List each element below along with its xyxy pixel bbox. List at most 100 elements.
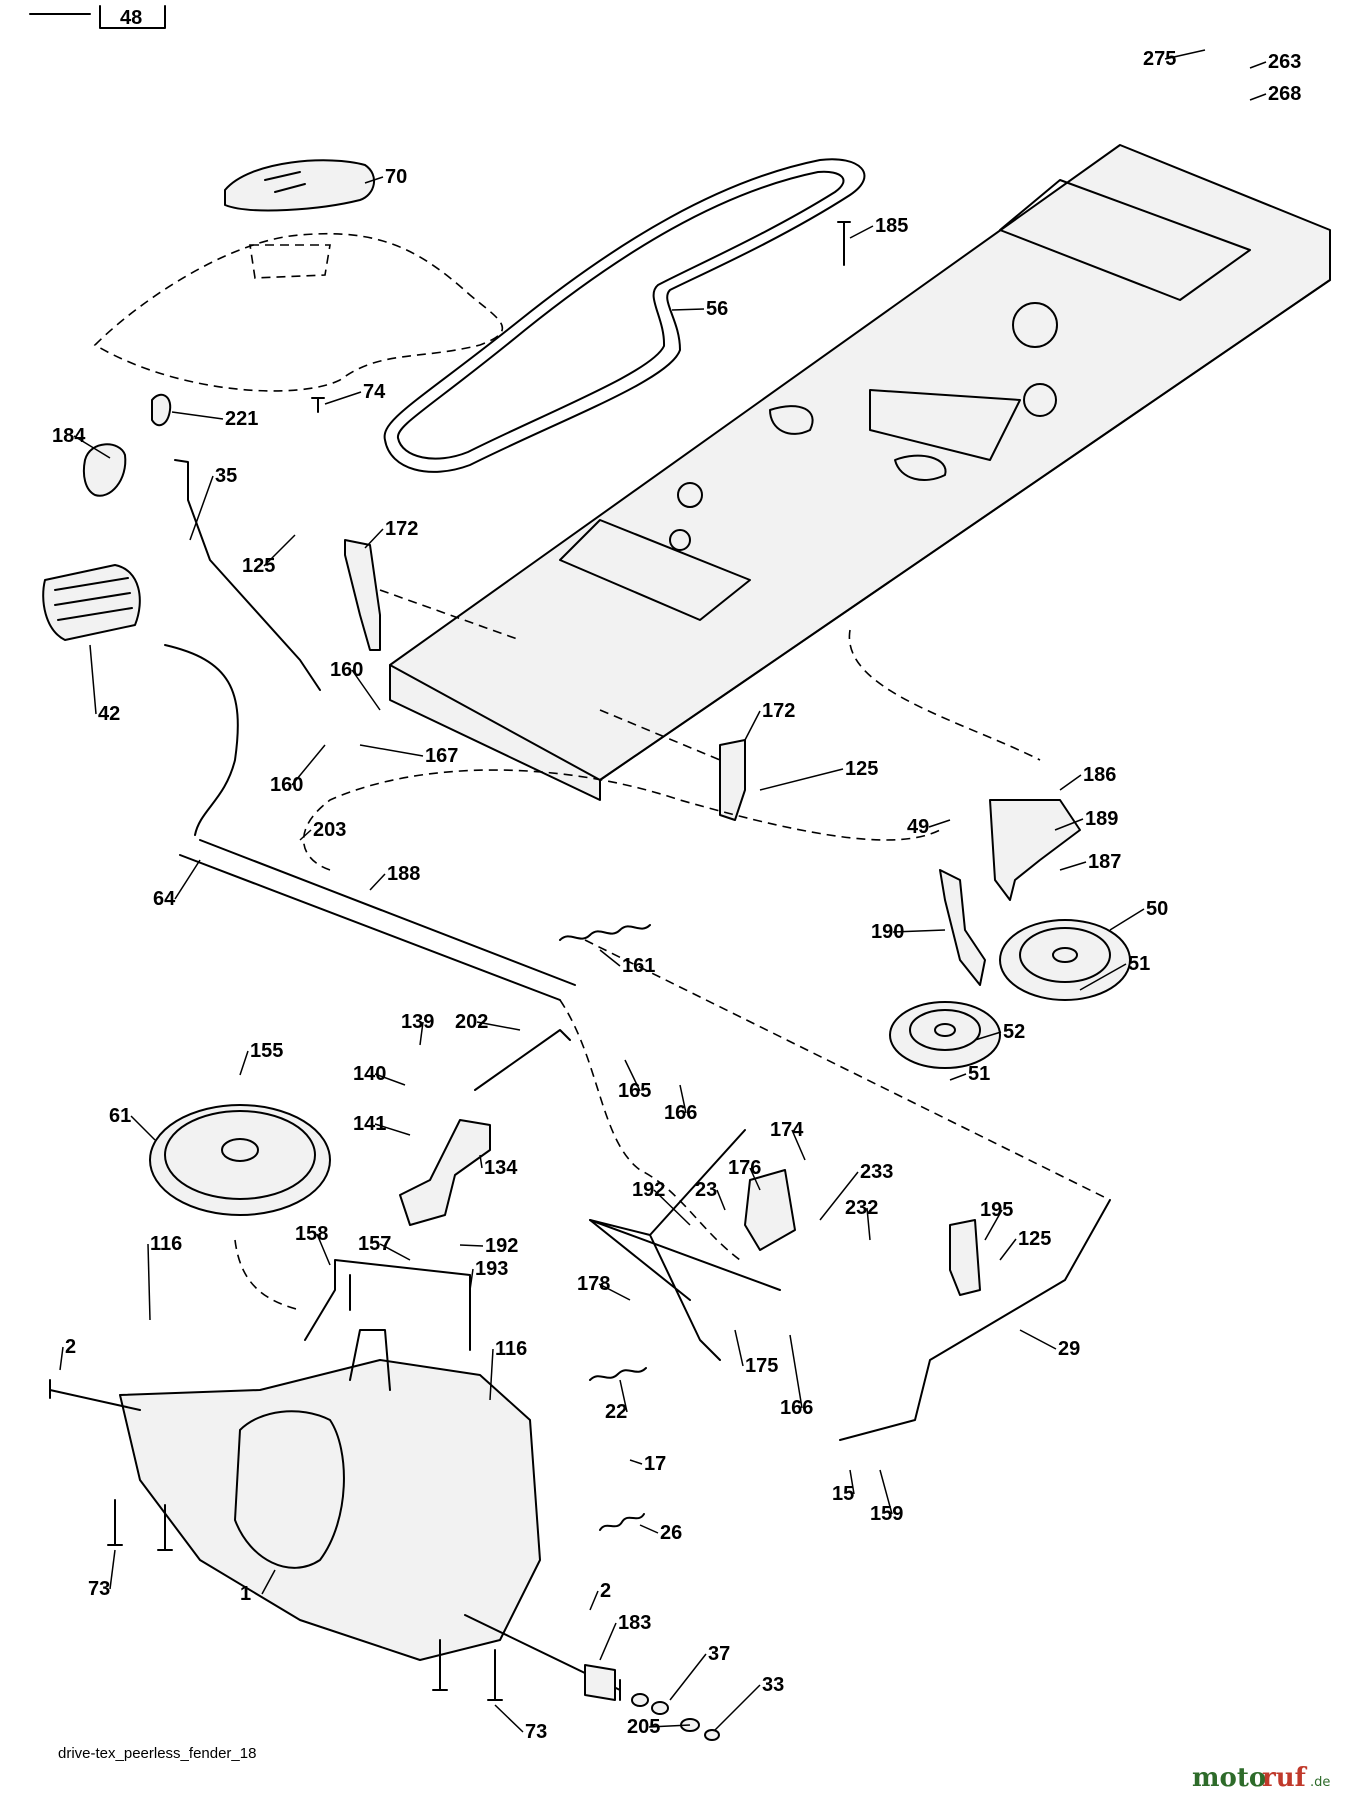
- callout-c232: 232: [845, 1197, 878, 1241]
- leader-line: [789, 1334, 803, 1409]
- bolt-74: [311, 397, 325, 413]
- leader-line: [619, 1379, 628, 1413]
- spring-26: [599, 1513, 645, 1531]
- transmission-pulley-61: [149, 1104, 331, 1216]
- callout-c268: 268: [1249, 83, 1301, 105]
- leader-line: [974, 1031, 1002, 1041]
- part-number-label: 189: [1085, 808, 1118, 830]
- bolt-73-d: [487, 1649, 503, 1701]
- callout-c275: 275: [1143, 48, 1206, 70]
- drive-belt: [383, 158, 866, 473]
- leader-line: [459, 1244, 484, 1247]
- part-number-label: 221: [225, 408, 258, 430]
- leader-line: [1079, 963, 1127, 991]
- tractor-frame: [389, 144, 1331, 801]
- part-number-label: 166: [780, 1397, 813, 1419]
- callout-c52: 52: [974, 1021, 1025, 1043]
- leader-line: [639, 1524, 659, 1534]
- leader-line: [476, 1021, 521, 1031]
- callout-c165: 165: [618, 1059, 651, 1102]
- part-number-label: 125: [845, 758, 878, 780]
- leader-line: [744, 710, 761, 741]
- washer-37-a: [631, 1693, 649, 1707]
- callout-c263: 263: [1249, 51, 1301, 73]
- callout-c42: 42: [89, 644, 120, 725]
- part-number-label: 125: [1018, 1228, 1051, 1250]
- leader-line: [1249, 93, 1267, 101]
- callout-c187: 187: [1059, 851, 1121, 873]
- leader-line: [819, 1171, 859, 1221]
- leader-line: [599, 949, 621, 967]
- callout-c1: 1: [240, 1569, 276, 1605]
- callout-c178: 178: [577, 1273, 631, 1301]
- part-number-label: 263: [1268, 51, 1301, 73]
- part-number-label: 166: [664, 1102, 697, 1124]
- callout-c56: 56: [671, 298, 728, 320]
- leader-line: [1059, 861, 1087, 871]
- nut-33: [704, 1729, 720, 1741]
- callout-c190: 190: [871, 921, 946, 943]
- callout-c51a: 51: [1079, 953, 1150, 991]
- leader-line: [1054, 818, 1084, 831]
- callout-c195: 195: [980, 1199, 1013, 1241]
- assembly-dashed-lines: [234, 589, 1111, 1311]
- part-number-label: 178: [577, 1273, 610, 1295]
- leader-line: [791, 1129, 806, 1161]
- leader-line: [364, 528, 384, 549]
- leader-line: [171, 411, 224, 420]
- watermark-suffix: .de: [1310, 1775, 1330, 1790]
- leader-line: [653, 1189, 691, 1226]
- bushing-183: [584, 1664, 616, 1701]
- spring-161: [559, 924, 651, 941]
- callout-c193: 193: [469, 1258, 508, 1291]
- idler-pulley-52: [889, 1001, 1001, 1069]
- part-number-label: 172: [385, 518, 418, 540]
- part-number-label: 141: [353, 1113, 386, 1135]
- part-number-label: 74: [363, 381, 386, 403]
- callout-c183: 183: [599, 1612, 651, 1661]
- callout-c15: 15: [832, 1469, 855, 1505]
- callout-c160a: 160: [330, 659, 381, 711]
- part-number-label: 160: [330, 659, 363, 681]
- callout-c61: 61: [109, 1105, 156, 1141]
- part-number-label: 17: [644, 1453, 666, 1475]
- callout-c116a: 116: [147, 1233, 182, 1321]
- leader-line: [130, 1115, 156, 1141]
- watermark-logo: moto ruf .de: [1192, 1763, 1330, 1793]
- leader-line: [749, 1167, 761, 1191]
- shift-cover: [224, 159, 375, 212]
- part-number-label: 116: [495, 1338, 527, 1360]
- callout-c73b: 73: [494, 1704, 547, 1743]
- part-number-label: 139: [401, 1011, 434, 1033]
- callout-c167: 167: [359, 744, 458, 767]
- lever-assembly: [42, 443, 576, 1001]
- callout-c205: 205: [627, 1716, 691, 1738]
- callout-c192a: 192: [632, 1179, 691, 1226]
- leader-line: [669, 1653, 707, 1701]
- part-number-label: 187: [1088, 851, 1121, 873]
- part-number-label: 184: [52, 425, 86, 447]
- callout-c49: 49: [907, 816, 951, 838]
- leader-line: [1109, 908, 1145, 931]
- bracket-158: [304, 1259, 471, 1351]
- part-number-label: 186: [1083, 764, 1116, 786]
- leader-line: [984, 1209, 1003, 1241]
- leader-line: [374, 1073, 406, 1086]
- leader-line: [629, 1459, 643, 1465]
- washer-37-b: [651, 1701, 669, 1715]
- leader-line: [879, 1469, 893, 1515]
- callout-c233: 233: [819, 1161, 893, 1221]
- part-number-label: 172: [762, 700, 795, 722]
- leader-line: [928, 819, 951, 828]
- leader-line: [849, 225, 874, 239]
- leader-line: [892, 929, 946, 933]
- part-number-label: 35: [215, 465, 237, 487]
- part-number-label: 1: [240, 1583, 251, 1605]
- leader-line: [189, 475, 214, 541]
- callout-c155: 155: [239, 1040, 283, 1076]
- part-number-label: 73: [525, 1721, 547, 1743]
- bolt-185: [837, 221, 851, 266]
- watermark-brand-b: ruf: [1262, 1763, 1308, 1793]
- leader-line: [359, 744, 424, 757]
- callout-c51b: 51: [949, 1063, 990, 1085]
